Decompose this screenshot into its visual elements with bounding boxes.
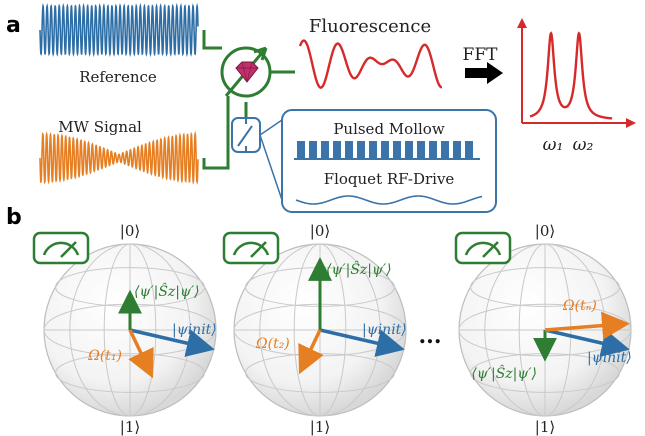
fft-arrow-icon <box>465 62 503 84</box>
ket1-label: |1⟩ <box>310 418 330 436</box>
omega-label: Ω(tₙ) <box>562 298 597 314</box>
pulse-bar <box>309 141 317 159</box>
panel-b-label: b <box>6 205 22 230</box>
omega-label: Ω(t₁) <box>87 348 122 364</box>
omega-arrow <box>544 311 630 340</box>
psi-init-label: |ψinit⟩ <box>587 350 632 366</box>
mw-signal-label: MW Signal <box>58 118 142 136</box>
pulse-train <box>294 141 480 160</box>
pulse-bar <box>441 141 449 159</box>
omega-arrow <box>298 329 324 375</box>
ket0-label: |0⟩ <box>535 222 555 240</box>
omega-arrow <box>128 329 154 379</box>
pulse-bar <box>369 141 377 159</box>
expect-label: ⟨ψ′|Ŝz|ψ′⟩ <box>134 282 200 300</box>
floquet-label: Floquet RF-Drive <box>324 170 455 188</box>
bloch-sphere: |0⟩ |1⟩ |ψinit⟩ ⟨ψ′|Ŝz|ψ′⟩ Ω(t₁) <box>32 222 217 436</box>
switch-icon <box>231 117 283 201</box>
pulse-bar <box>393 141 401 159</box>
psi-init-arrow <box>129 328 215 357</box>
meter-icon <box>32 231 90 265</box>
pulse-bar <box>465 141 473 159</box>
reference-label: Reference <box>79 68 157 86</box>
omega2-label: ω₂ <box>573 135 594 155</box>
pulse-bar <box>453 141 461 159</box>
bloch-spheres: |0⟩ |1⟩ |ψinit⟩ ⟨ψ′|Ŝz|ψ′⟩ Ω(t₁) |0⟩ |1⟩ |ψinit… <box>32 222 632 436</box>
diamond-icon <box>235 61 259 83</box>
pulse-bar <box>429 141 437 159</box>
meter-icon <box>222 231 280 265</box>
fluorescence-label: Fluorescence <box>309 16 431 37</box>
mw-signal-waveform <box>39 130 199 185</box>
ellipsis-label: ... <box>419 323 442 349</box>
pulse-bar <box>405 141 413 159</box>
fft-label: FFT <box>463 45 499 65</box>
pulse-bar <box>333 141 341 159</box>
psi-init-arrow <box>544 328 630 357</box>
pulse-bar <box>297 141 305 159</box>
ket1-label: |1⟩ <box>120 418 140 436</box>
meter-icon <box>454 231 512 265</box>
nv-diamond-detector <box>220 46 272 98</box>
panel-a-label: a <box>6 13 21 38</box>
ket0-label: |0⟩ <box>310 222 330 240</box>
ket1-label: |1⟩ <box>535 418 555 436</box>
psi-init-label: |ψinit⟩ <box>362 322 407 338</box>
expect-label: ⟨ψ′|Ŝz|ψ′⟩ <box>471 364 537 382</box>
omega-label: Ω(t₂) <box>255 336 290 352</box>
psi-init-arrow <box>319 328 405 357</box>
reference-waveform <box>39 2 199 58</box>
floquet-waveform <box>295 195 483 205</box>
pulsed-mollow-label: Pulsed Mollow <box>333 120 445 138</box>
pulse-bar <box>381 141 389 159</box>
bloch-sphere: |0⟩ |1⟩ |ψinit⟩ ⟨ψ′|Ŝz|ψ′⟩ Ω(tₙ) <box>454 222 632 436</box>
spectrum-plot <box>517 18 636 128</box>
omega1-label: ω₁ <box>543 135 564 155</box>
signal-wires <box>202 30 295 170</box>
bloch-sphere: |0⟩ |1⟩ |ψinit⟩ ⟨ψ′|Ŝz|ψ′⟩ Ω(t₂) <box>222 222 407 436</box>
pulse-bar <box>321 141 329 159</box>
pulse-bar <box>345 141 353 159</box>
pulse-bar <box>417 141 425 159</box>
psi-init-label: |ψinit⟩ <box>172 322 217 338</box>
pulse-bar <box>357 141 365 159</box>
ket0-label: |0⟩ <box>120 222 140 240</box>
fluorescence-waveform <box>298 39 443 89</box>
expect-label: ⟨ψ′|Ŝz|ψ′⟩ <box>326 260 392 278</box>
drive-box <box>281 109 497 213</box>
